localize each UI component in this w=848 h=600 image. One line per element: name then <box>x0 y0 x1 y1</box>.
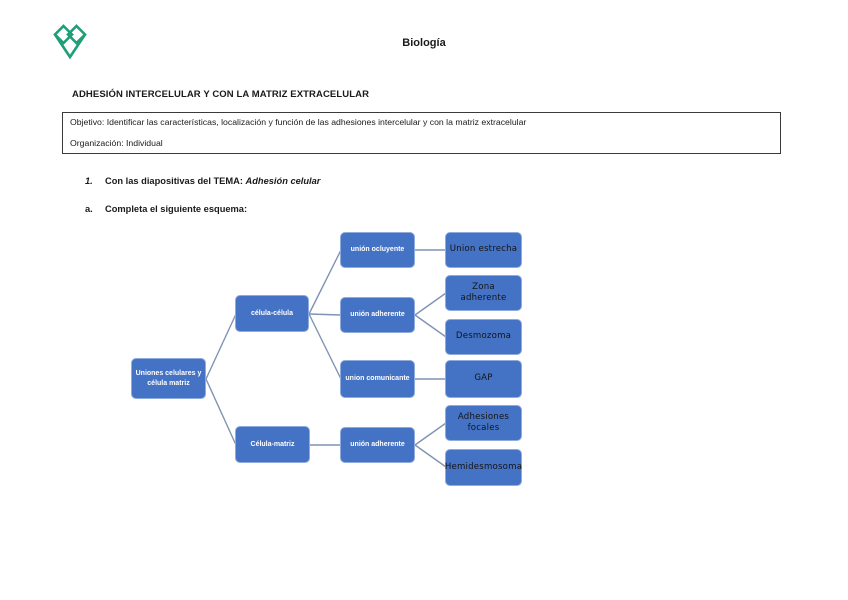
diagram-answer-union-estrecha: Union estrecha <box>445 232 522 268</box>
instruction-item-1: 1. Con las diapositivas del TEMA: Adhesió… <box>85 176 320 186</box>
diagram-answer-gap: GAP <box>445 360 522 398</box>
page-title: Biología <box>402 37 446 49</box>
diagram-answer-hemidesmosoma: Hemidesmosoma <box>445 449 522 486</box>
objective-box: Objetivo: Identificar las característica… <box>62 112 781 154</box>
item-1-marker: 1. <box>85 176 93 186</box>
objective-text: Objetivo: Identificar las característica… <box>70 117 527 127</box>
brand-logo-icon <box>53 24 87 60</box>
item-a-text: Completa el siguiente esquema: <box>105 204 248 214</box>
section-heading: ADHESIÓN INTERCELULAR Y CON LA MATRIZ EX… <box>72 89 370 100</box>
item-a-marker: a. <box>85 204 93 214</box>
item-1-text: Con las diapositivas del TEMA: <box>105 176 246 186</box>
diagram-node-celula-matriz: Célula-matriz <box>235 426 310 463</box>
diagram-answer-zona-adherente: Zona adherente <box>445 275 522 311</box>
diagram-node-union-ocluyente: unión ocluyente <box>340 232 415 268</box>
diagram-node-union-adherente-1: unión adherente <box>340 297 415 333</box>
diagram-answer-desmozoma: Desmozoma <box>445 319 522 355</box>
diagram-node-root: Uniones celulares y célula matriz <box>131 358 206 399</box>
diagram-node-union-comunicante: union comunicante <box>340 360 415 398</box>
instruction-item-a: a. Completa el siguiente esquema: <box>85 204 247 214</box>
organization-text: Organización: Individual <box>70 138 163 148</box>
diagram-answer-adhesiones-focales: Adhesiones focales <box>445 405 522 441</box>
item-1-emphasis: Adhesión celular <box>245 176 321 186</box>
diagram-node-union-adherente-2: unión adherente <box>340 427 415 463</box>
diagram-node-celula-celula: célula-célula <box>235 295 309 332</box>
